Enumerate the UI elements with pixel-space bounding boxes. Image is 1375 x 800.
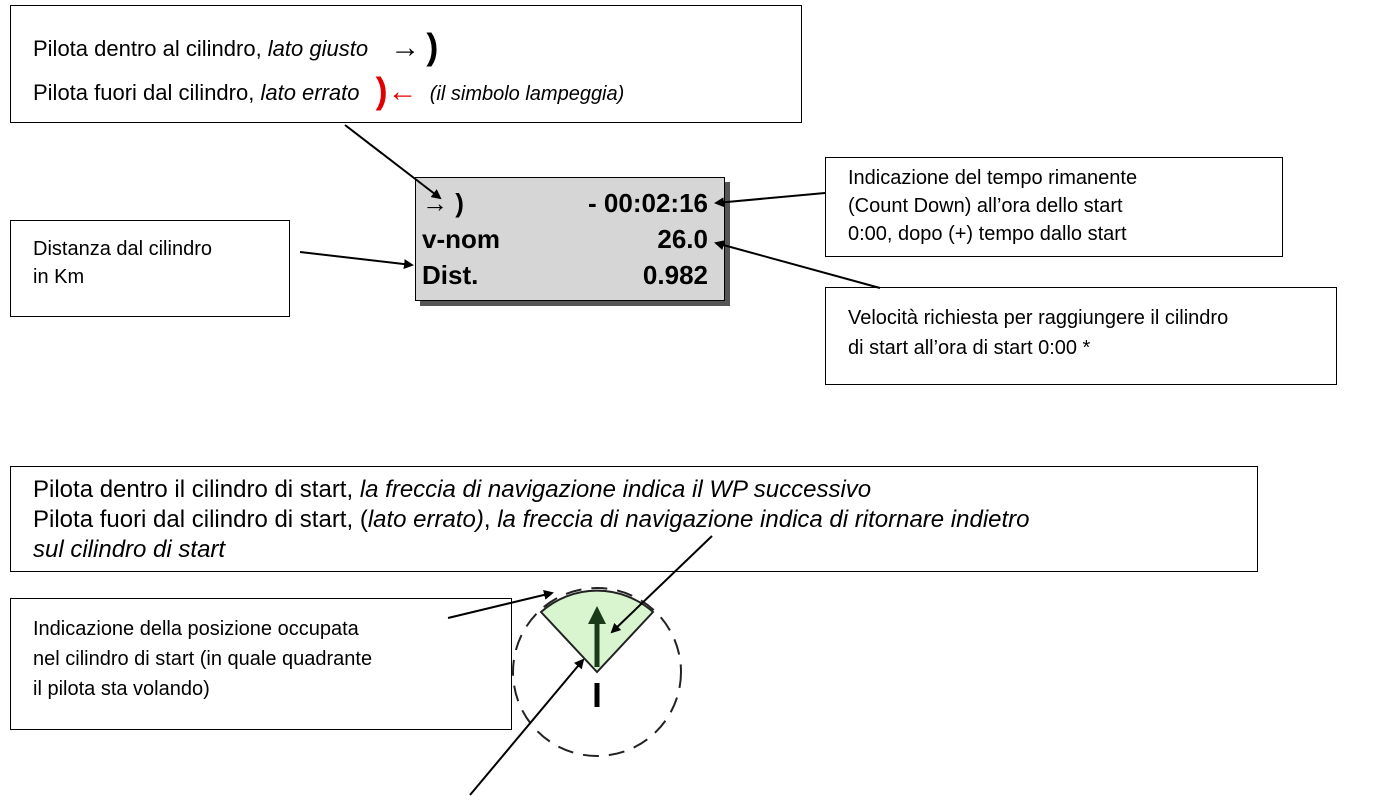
leader-start-box xyxy=(610,535,713,634)
speed-text-line1: Velocità richiesta per raggiungere il ci… xyxy=(848,307,1229,329)
v-nom-value: 26.0 xyxy=(657,224,708,254)
countdown-text-line1: Indicazione del tempo rimanente xyxy=(848,167,1138,189)
speed-callout: Velocità richiesta per raggiungere il ci… xyxy=(825,287,1337,385)
speed-text-line2: di start all’ora di start 0:00 * xyxy=(848,337,1091,359)
quadrant-text-line1: Indicazione della posizione occupata xyxy=(33,618,359,640)
legend-inside-line: Pilota dentro al cilindro, lato giusto →… xyxy=(33,26,439,67)
cylinder-edge-symbol-red: ) xyxy=(375,70,388,111)
leader-legend-to-indicator xyxy=(344,124,442,200)
distance-text-line2: in Km xyxy=(33,266,85,288)
countdown-value: - 00:02:16 xyxy=(588,188,708,218)
countdown-text-line2: (Count Down) all’ora dello start xyxy=(848,195,1123,217)
leader-speed xyxy=(714,240,881,289)
cylinder-edge-symbol: ) xyxy=(426,26,439,67)
dist-value: 0.982 xyxy=(642,260,708,290)
leader-quadrant xyxy=(447,590,554,619)
start-text-line2: Pilota fuori dal cilindro di start, (lat… xyxy=(33,506,1030,533)
legend-outside-line: Pilota fuori dal cilindro, lato errato )… xyxy=(33,70,625,111)
instrument-display: → ) - 00:02:16 v-nom 26.0 Dist. 0.982 xyxy=(415,177,725,301)
countdown-callout: Indicazione del tempo rimanente (Count D… xyxy=(825,157,1283,257)
start-text-line1: Pilota dentro il cilindro di start, la f… xyxy=(33,476,872,503)
cylinder-border xyxy=(512,587,682,757)
start-cylinder-icon xyxy=(512,587,682,757)
leader-countdown xyxy=(714,192,826,208)
navigation-arrow-head xyxy=(588,606,606,624)
dist-label: Dist. xyxy=(422,260,479,290)
start-cylinder-callout: Pilota dentro il cilindro di start, la f… xyxy=(10,466,1258,572)
quadrant-text-line3: il pilota sta volando) xyxy=(33,678,210,700)
arrow-left-icon: ← xyxy=(387,75,418,108)
quadrant-callout: Indicazione della posizione occupata nel… xyxy=(10,598,512,730)
distance-callout: Distanza dal cilindro in Km xyxy=(10,220,290,317)
side-indicator: → ) xyxy=(422,188,464,218)
start-text-line3: sul cilindro di start xyxy=(33,536,226,563)
leader-distance xyxy=(299,251,414,270)
quadrant-text-line2: nel cilindro di start (in quale quadrant… xyxy=(33,648,373,670)
leader-bottom xyxy=(469,658,585,796)
distance-text-line1: Distanza dal cilindro xyxy=(33,238,212,260)
legend-callout: Pilota dentro al cilindro, lato giusto →… xyxy=(10,5,802,123)
countdown-text-line3: 0:00, dopo (+) tempo dallo start xyxy=(848,223,1127,245)
arrow-right-icon: → xyxy=(390,31,421,64)
v-nom-label: v-nom xyxy=(422,224,500,254)
blink-note: (il simbolo lampeggia) xyxy=(429,83,625,105)
